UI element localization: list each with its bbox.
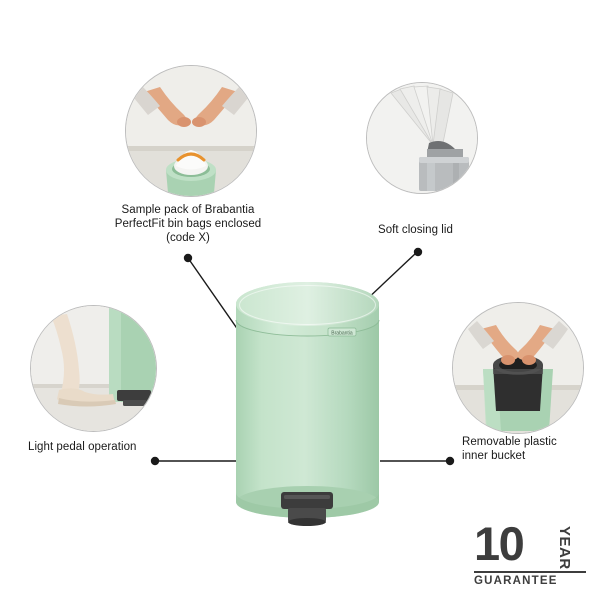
callout-photo-soft-lid (366, 82, 478, 194)
brand-plate: Brabantia (327, 327, 357, 336)
badge-guarantee-label: GUARANTEE (474, 575, 558, 587)
badge-year-label: YEAR (556, 526, 573, 570)
caption-bin-bags-line-2: PerfectFit bin bags enclosed (114, 218, 262, 230)
leader-dot-soft-lid (413, 247, 423, 257)
product-illustration: Brabantia (235, 282, 380, 526)
leader-dot-light-pedal (150, 456, 160, 466)
leader-dot-bin-bags (183, 253, 193, 263)
badge-number: 10 (474, 517, 525, 570)
caption-inner-bucket: Removable plastic inner bucket (462, 435, 610, 463)
caption-bin-bags-line-3: (code X) (166, 232, 210, 244)
caption-bin-bags: Sample pack of Brabantia PerfectFit bin … (88, 203, 288, 245)
callout-photo-bin-bags (125, 65, 257, 197)
caption-inner-bucket-line-2: inner bucket (462, 450, 526, 462)
caption-light-pedal-line-1: Light pedal operation (28, 441, 137, 453)
guarantee-badge: 10 YEAR GUARANTEE (474, 517, 592, 592)
svg-text:Brabantia: Brabantia (331, 330, 353, 336)
leader-dot-inner-bucket (445, 456, 455, 466)
caption-bin-bags-line-1: Sample pack of Brabantia (121, 204, 255, 216)
caption-inner-bucket-line-1: Removable plastic (462, 436, 557, 448)
caption-soft-lid-line-1: Soft closing lid (378, 224, 453, 236)
pedal (281, 492, 333, 526)
badge-divider (474, 571, 586, 573)
callout-photo-light-pedal (30, 305, 157, 432)
caption-light-pedal: Light pedal operation (28, 440, 208, 454)
callout-photo-inner-bucket (452, 302, 584, 434)
caption-soft-lid: Soft closing lid (378, 223, 538, 237)
